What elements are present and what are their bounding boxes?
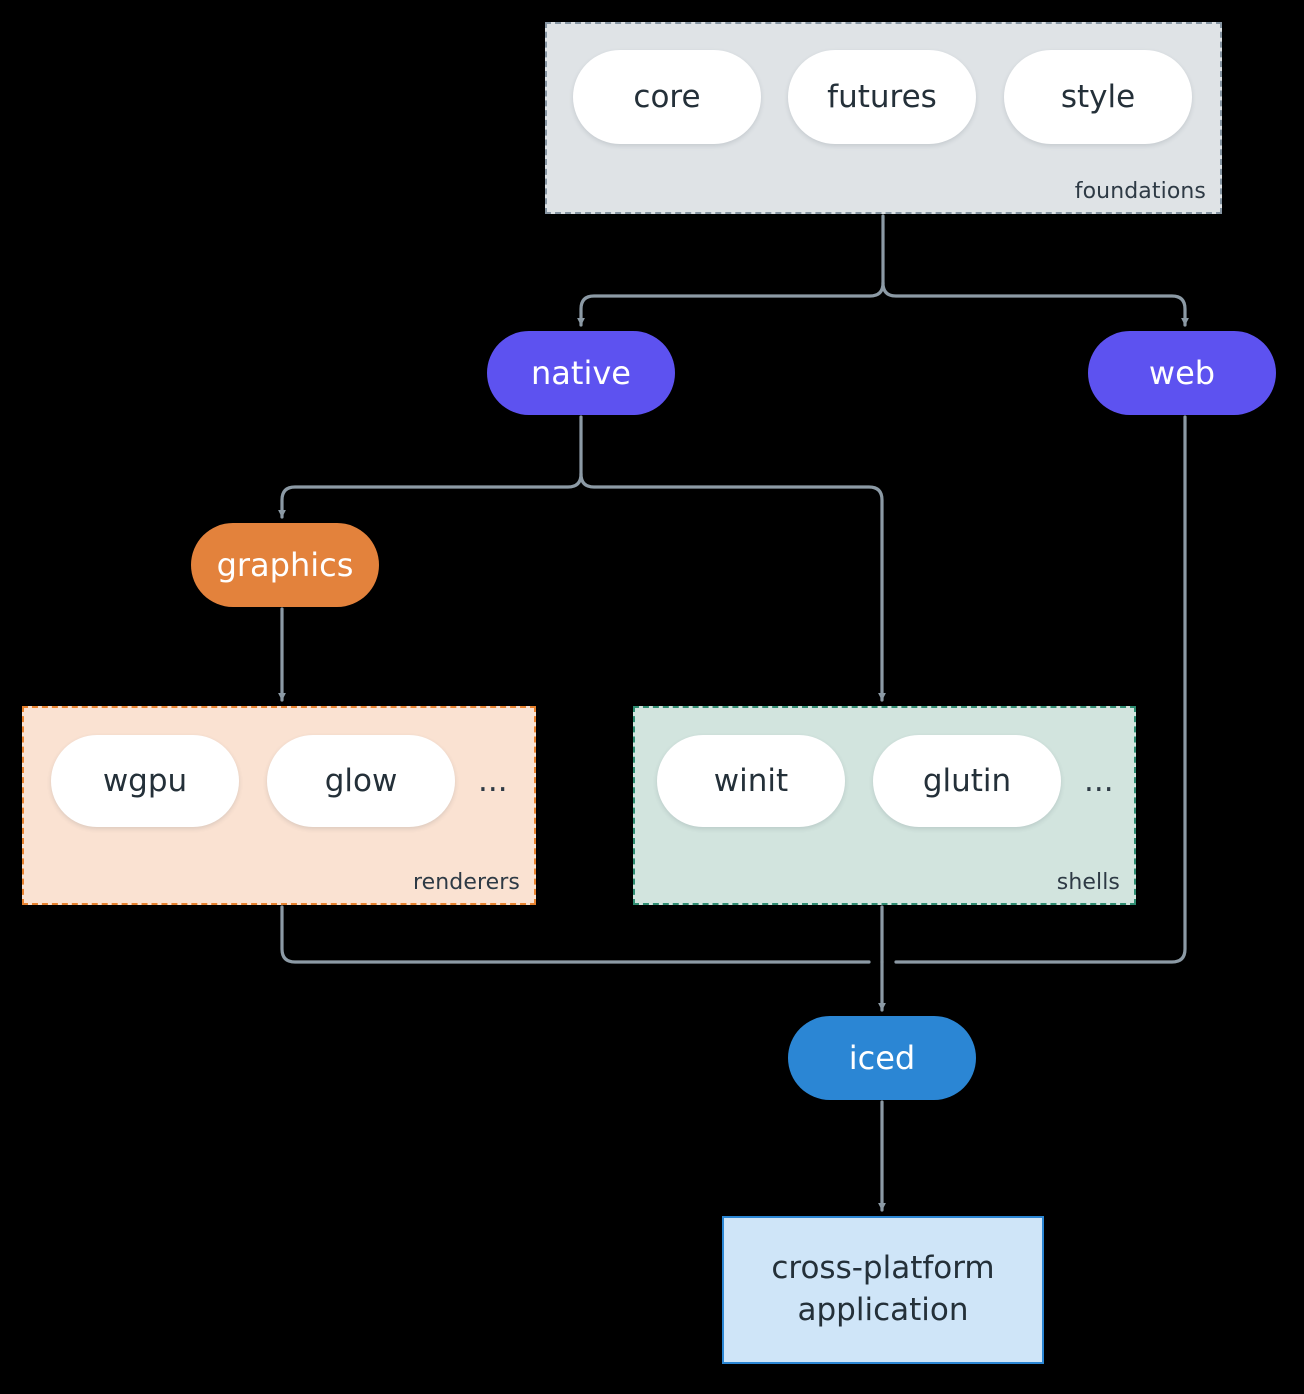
application-label-line1: cross-platform — [771, 1250, 995, 1287]
edge-native-to-shells — [579, 472, 886, 702]
node-winit[interactable]: winit — [657, 735, 845, 827]
node-wgpu[interactable]: wgpu — [51, 735, 239, 827]
cluster-label-foundations: foundations — [1074, 179, 1206, 204]
node-iced[interactable]: iced — [788, 1016, 976, 1100]
node-cross-platform-application[interactable]: cross-platform application — [722, 1216, 1044, 1364]
cluster-label-renderers: renderers — [412, 870, 520, 895]
shells-overflow-ellipsis: ... — [1084, 763, 1114, 799]
application-label-line2: application — [797, 1292, 969, 1328]
node-glow[interactable]: glow — [267, 735, 455, 827]
node-style[interactable]: style — [1004, 50, 1192, 144]
renderers-overflow-ellipsis: ... — [478, 763, 508, 799]
node-glutin[interactable]: glutin — [873, 735, 1061, 827]
edge-renderers-to-iced — [280, 905, 871, 964]
cluster-label-shells: shells — [1056, 870, 1120, 895]
node-core[interactable]: core — [573, 50, 761, 144]
edge-native-to-graphics — [278, 472, 583, 519]
edge-foundations-to-web — [881, 281, 1189, 327]
node-futures[interactable]: futures — [788, 50, 976, 144]
node-web[interactable]: web — [1088, 331, 1276, 415]
edge-foundations-to-native — [577, 281, 885, 327]
node-native[interactable]: native — [487, 331, 675, 415]
node-graphics[interactable]: graphics — [191, 523, 379, 607]
